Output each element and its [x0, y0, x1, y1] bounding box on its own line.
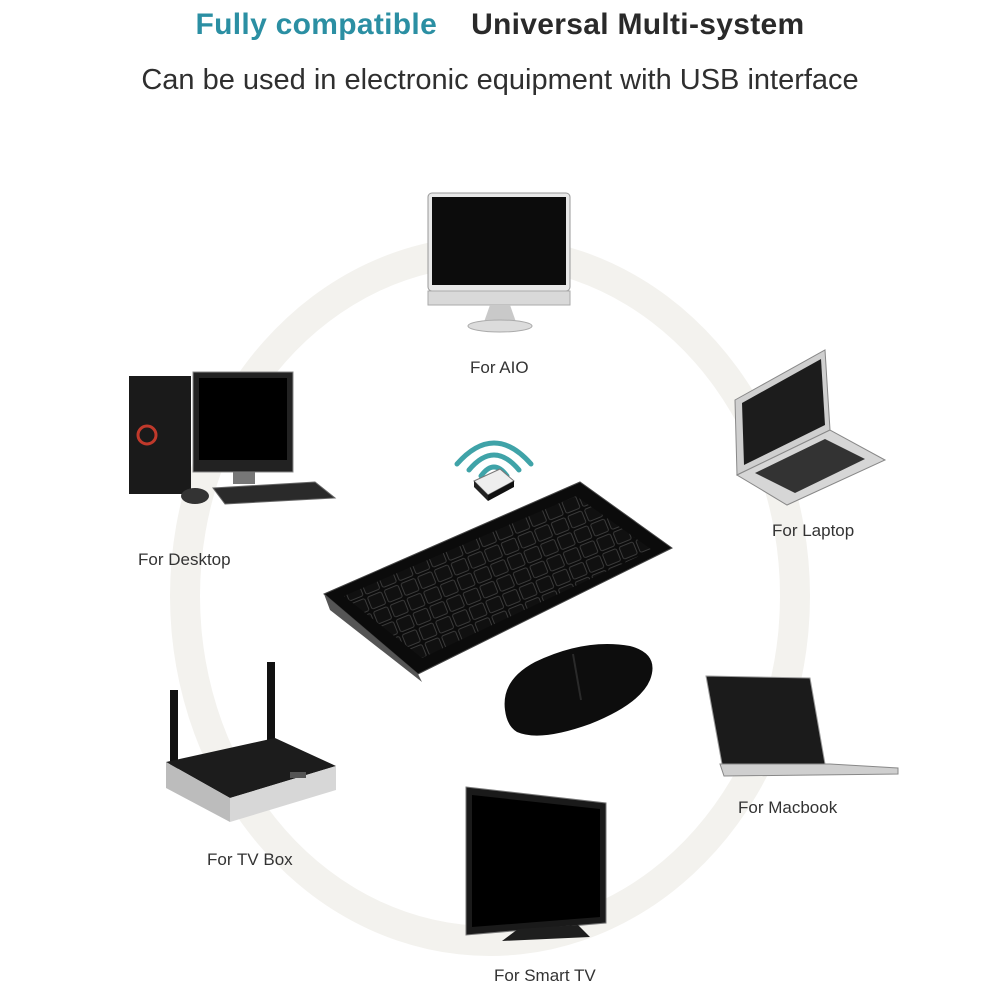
mouse-icon: [504, 644, 653, 736]
device-label-aio: For AIO: [470, 358, 529, 377]
macbook-icon: [705, 675, 899, 777]
device-label-smarttv: For Smart TV: [494, 966, 596, 985]
device-label-laptop: For Laptop: [772, 521, 855, 540]
usb-receiver-icon: [473, 468, 515, 501]
device-label-tvbox: For TV Box: [207, 850, 293, 869]
headline-title: Universal Multi-system: [471, 8, 805, 41]
device-label-macbook: For Macbook: [738, 798, 838, 817]
headline-accent: Fully compatible: [195, 8, 438, 41]
smart-tv-icon: [465, 786, 607, 941]
device-label-desktop: For Desktop: [138, 550, 231, 569]
headline: Fully compatible Universal Multi-system: [0, 8, 1000, 42]
keyboard-icon: [323, 481, 673, 682]
desktop-computer-icon: [129, 371, 337, 505]
tv-box-icon: [166, 662, 336, 822]
all-in-one-computer-icon: [427, 192, 571, 333]
laptop-icon: [734, 349, 887, 506]
subtitle: Can be used in electronic equipment with…: [141, 64, 859, 96]
